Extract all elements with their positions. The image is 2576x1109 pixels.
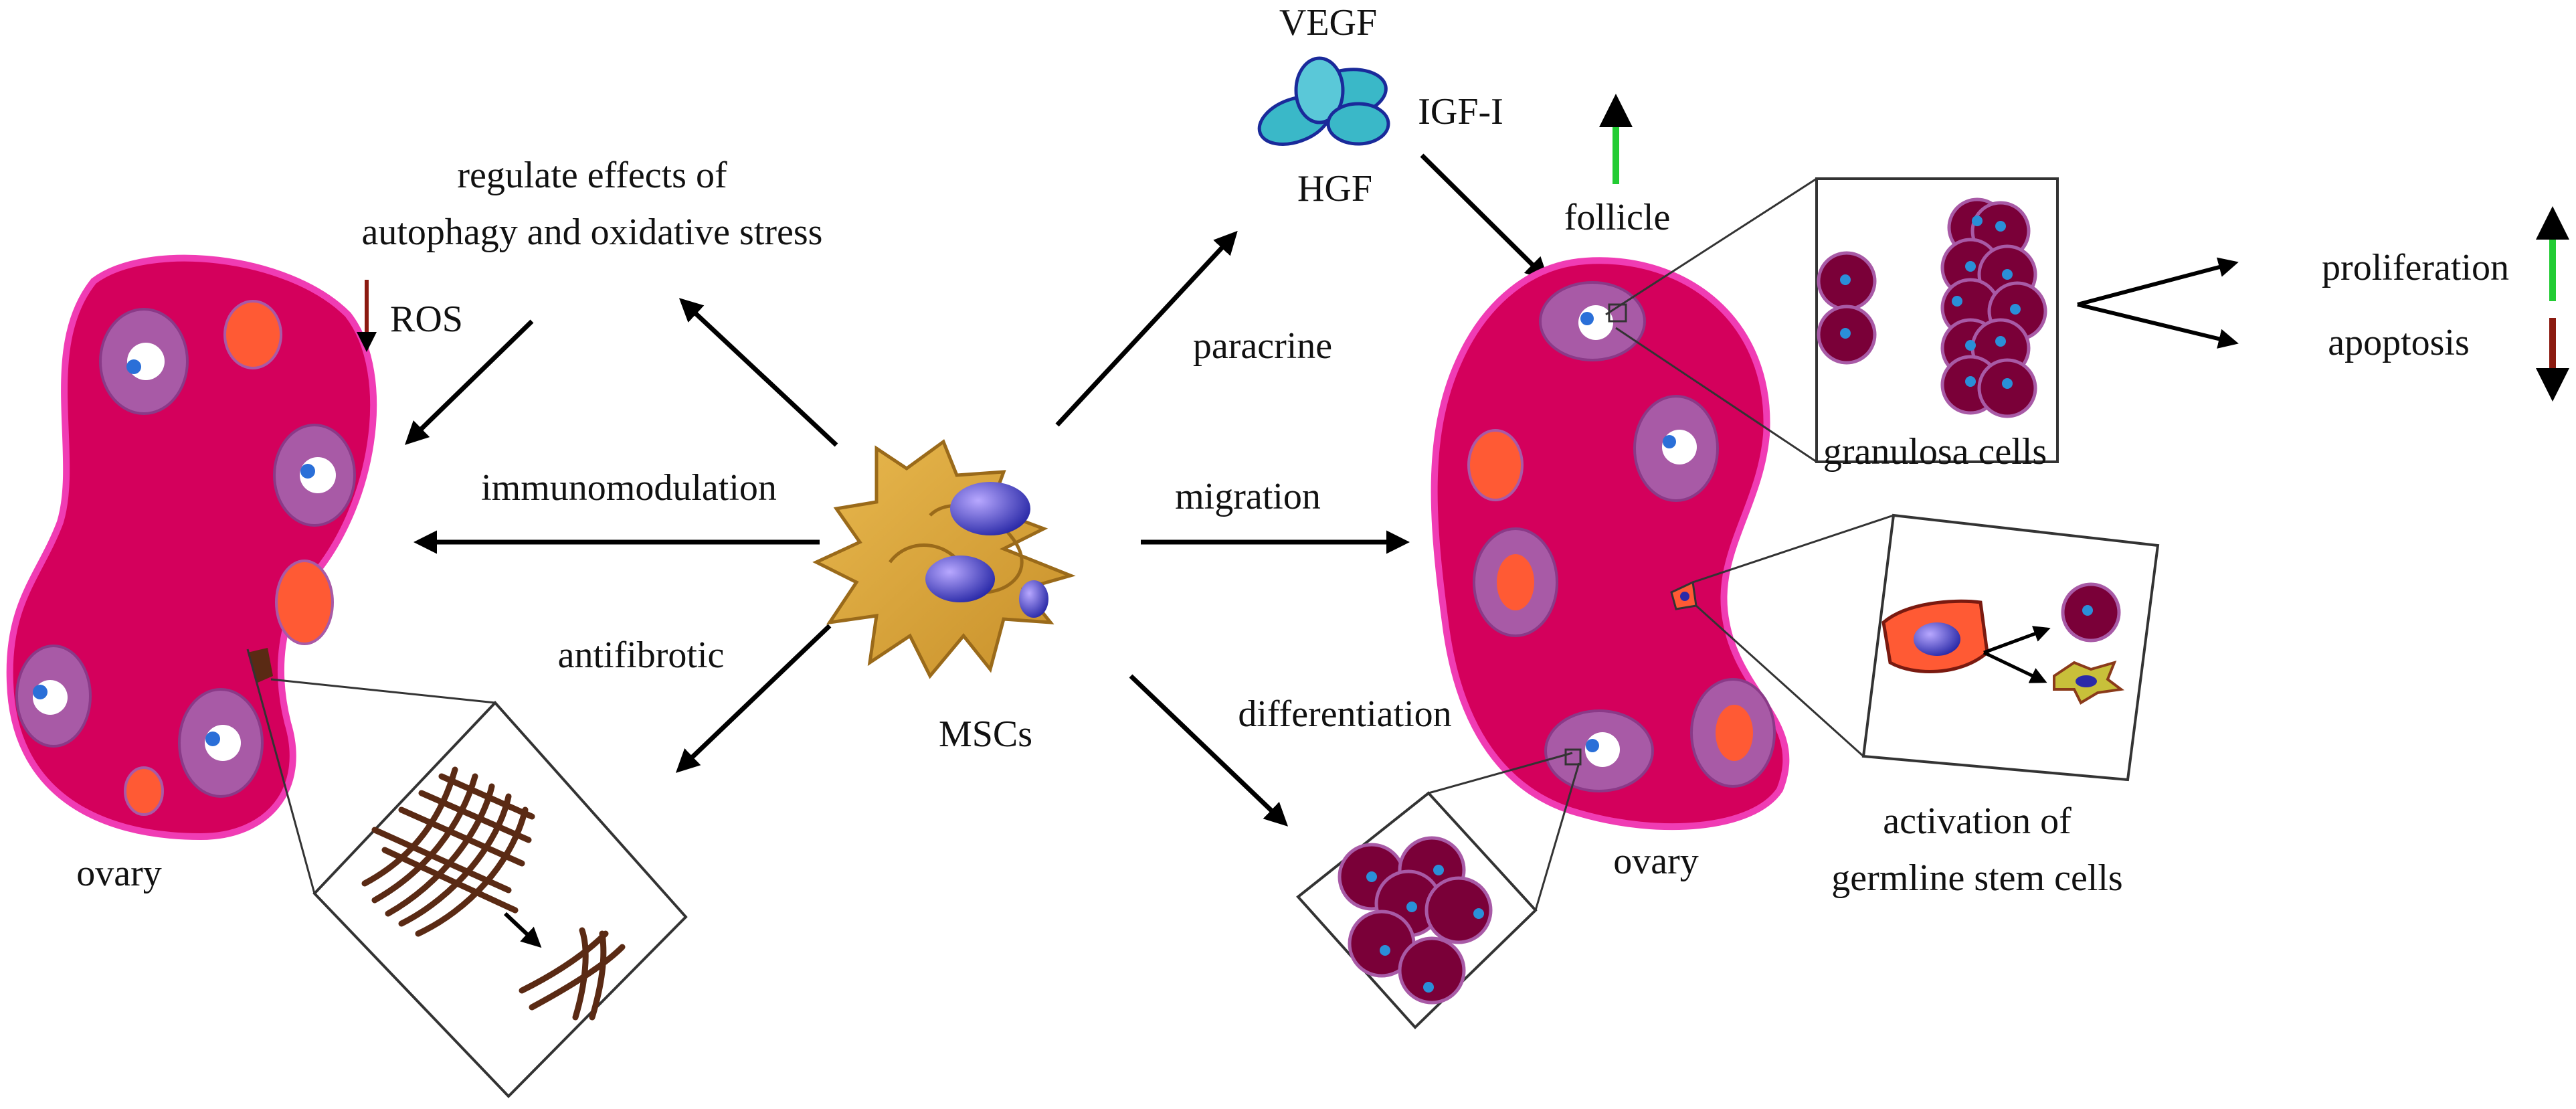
ovary-icon: [1431, 257, 1790, 831]
corpus-icon: [124, 766, 164, 816]
follicle-icon: [1690, 678, 1776, 788]
fibrosis-spot-icon: [248, 648, 273, 683]
mscs-label: MSCs: [939, 713, 1032, 755]
follicle-label: follicle: [1564, 197, 1671, 238]
paracrine-label: paracrine: [1193, 325, 1332, 367]
migration-label: migration: [1175, 476, 1321, 517]
follicle-icon: [99, 308, 189, 415]
left-ovary: [6, 254, 377, 841]
follicle-icon: [1633, 395, 1719, 502]
arrow-factors-to-follicle: [1420, 153, 1549, 281]
regulate-label-line2: autophagy and oxidative stress: [362, 211, 823, 253]
labels: regulate effects of autophagy and oxidat…: [76, 2, 2509, 899]
antifibrotic-label: antifibrotic: [558, 634, 725, 676]
fibrosis-zoom: [246, 649, 688, 1098]
germline-zoom: [1692, 513, 2160, 782]
oocyte-cluster-icon: [1338, 836, 1493, 1005]
germline-stem-cell-icon: [1881, 582, 2125, 705]
regulate-label-line1: regulate effects of: [457, 155, 727, 196]
right-ovary: [1431, 257, 1790, 831]
growth-factor-icon: [1257, 56, 1390, 146]
arrow-antifibrotic: [675, 624, 832, 773]
arrow-paracrine: [1055, 230, 1238, 427]
immunomodulation-label: immunomodulation: [481, 467, 777, 509]
ovary-left-label: ovary: [76, 853, 162, 894]
hgf-label: HGF: [1297, 168, 1372, 209]
ros-label: ROS: [390, 298, 463, 340]
granulosa-zoom: [1605, 177, 2239, 463]
differentiation-label: differentiation: [1238, 693, 1451, 735]
arrow: [503, 912, 542, 948]
follicle-icon: [1473, 527, 1558, 637]
follicle-icon: [1544, 709, 1654, 792]
corpus-icon: [1467, 429, 1524, 501]
arrow-ros-to-ovary: [404, 319, 534, 445]
differentiation-zoom: [1296, 748, 1582, 1029]
arrow-to-regulate: [678, 298, 838, 447]
follicle-icon: [1539, 281, 1646, 361]
central-arrows: [404, 153, 1549, 827]
arrow-differentiation: [1129, 674, 1289, 827]
igf-label: IGF-I: [1418, 91, 1503, 133]
follicle-icon: [178, 688, 264, 798]
activation-label-line2: germline stem cells: [1831, 857, 2122, 899]
corpus-icon: [223, 300, 282, 369]
activation-label-line1: activation of: [1883, 800, 2072, 842]
follicle-icon: [273, 424, 356, 527]
apoptosis-label: apoptosis: [2328, 322, 2470, 363]
fibrosis-icon: [361, 766, 626, 1021]
ovary-icon: [6, 254, 377, 841]
proliferation-label: proliferation: [2322, 247, 2509, 288]
msc-cluster-icon: [812, 439, 1076, 679]
follicle-icon: [15, 645, 92, 748]
vegf-label: VEGF: [1279, 2, 1377, 44]
corpus-icon: [275, 560, 334, 645]
granulosa-label: granulosa cells: [1823, 431, 2047, 473]
ovary-right-label: ovary: [1613, 841, 1699, 882]
